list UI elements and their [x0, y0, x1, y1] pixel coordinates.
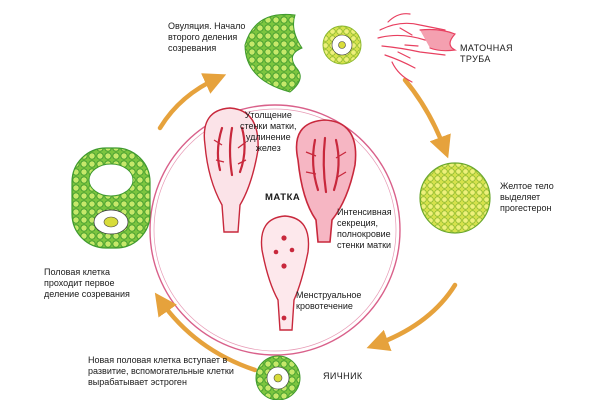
label-secretion: Интенсивная секреция, полнокровие стенки…	[337, 207, 392, 250]
central-circle-inner	[153, 108, 397, 352]
arrow-luteum-to-ovary	[366, 282, 458, 351]
label-ovulation: Овуляция. Начало второго деления созрева…	[168, 21, 246, 53]
uterus-menstruation	[260, 215, 310, 331]
label-uterus: МАТКА	[265, 192, 301, 203]
label-corpus-luteum: Желтое тело выделяет прогестерон	[500, 181, 554, 213]
ovary-follicle	[255, 355, 301, 400]
fallopian-tube	[377, 13, 458, 83]
label-thickening: Утолщение стенки матки, удлинение желез	[240, 110, 297, 153]
corpus-luteum	[419, 162, 491, 234]
label-first-division: Половая клетка проходит первое деление с…	[44, 267, 130, 299]
uterus-secretion	[295, 119, 357, 243]
label-new-cell: Новая половая клетка вступает в развитие…	[88, 355, 234, 387]
central-circle	[149, 104, 401, 356]
arrow-ovulation-to-tube	[402, 77, 451, 159]
label-fallopian-tube: МАТОЧНАЯ ТРУБА	[460, 43, 513, 64]
label-menstruation: Менструальное кровотечение	[296, 290, 362, 311]
ovulating-follicle	[244, 13, 362, 93]
arrow-ovary-to-new-cell	[154, 292, 258, 373]
uterus-thickening	[203, 107, 259, 233]
cycle-arrows	[154, 73, 458, 373]
maturing-follicle	[71, 147, 151, 249]
arrow-first-division-to-ovulation	[157, 73, 227, 131]
label-ovary: ЯИЧНИК	[323, 371, 363, 381]
